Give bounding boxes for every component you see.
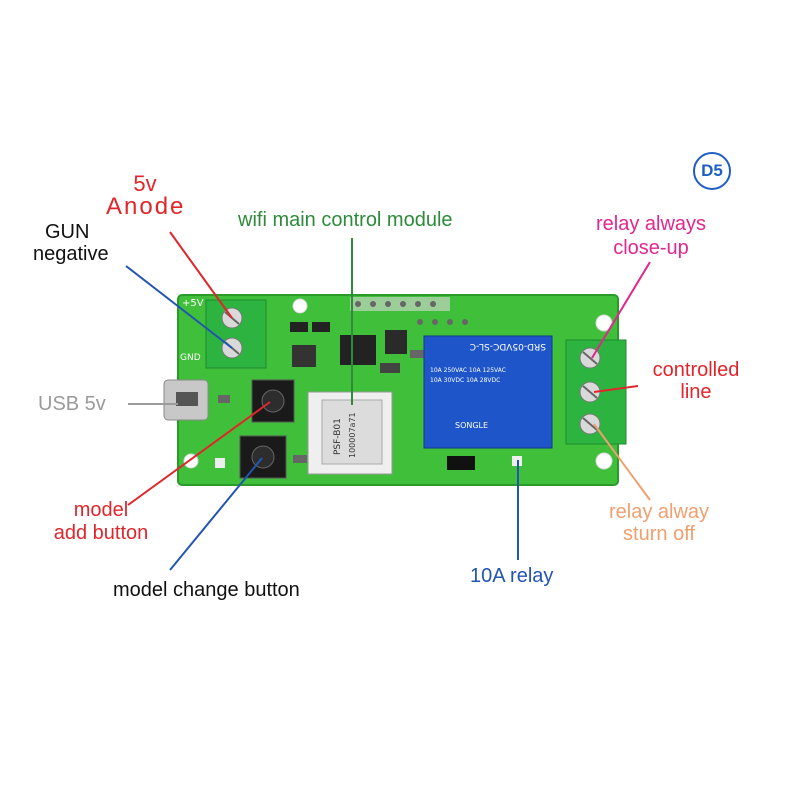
d5-badge-text: D5 bbox=[701, 161, 723, 180]
label-model-change: model change button bbox=[113, 579, 300, 601]
label-relay-off-2: sturn off bbox=[623, 523, 695, 545]
relay-model-text: SRD-05VDC-SL-C bbox=[470, 341, 546, 351]
d5-badge: D5 bbox=[693, 152, 731, 190]
label-negative: negative bbox=[33, 243, 109, 265]
callout-model-add bbox=[127, 401, 271, 506]
label-5v: 5v bbox=[133, 171, 157, 196]
callout-lines bbox=[125, 231, 651, 571]
label-controlled-1: controlled bbox=[652, 359, 740, 381]
wifi-module: PSF-B01 100007a71 bbox=[307, 391, 393, 475]
relay-rating-1: 10A 250VAC 10A 125VAC bbox=[430, 367, 506, 374]
label-usb: USB 5v bbox=[38, 393, 106, 415]
label-gun: GUN bbox=[45, 221, 90, 243]
label-relay-off-1: relay alway bbox=[608, 501, 710, 523]
label-10a-relay: 10A relay bbox=[470, 565, 554, 587]
callout-anode bbox=[169, 231, 233, 319]
label-controlled-2: line bbox=[680, 381, 712, 403]
label-anode: Anode bbox=[106, 193, 186, 220]
model-change-tactile-button bbox=[239, 435, 287, 479]
module-text-2: 100007a71 bbox=[348, 412, 357, 458]
label-relay-close-2: close-up bbox=[613, 237, 689, 259]
callout-relay-off bbox=[593, 423, 651, 501]
mounting-hole bbox=[595, 452, 613, 470]
mounting-hole bbox=[292, 298, 308, 314]
callout-model-change bbox=[169, 457, 263, 571]
callout-controlled bbox=[593, 385, 639, 393]
label-model-add-2: add button bbox=[53, 522, 149, 544]
header-pins bbox=[350, 297, 468, 325]
pin-gnd-label: GND bbox=[180, 353, 201, 363]
relay-component: SRD-05VDC-SL-C 10A 250VAC 10A 125VAC 10A… bbox=[423, 335, 553, 449]
module-text-1: PSF-B01 bbox=[333, 418, 343, 455]
label-wifi-module: wifi main control module bbox=[238, 209, 453, 231]
callout-relay-close bbox=[591, 261, 651, 359]
label-model-add-1: model bbox=[73, 499, 129, 521]
pin-5v-label: +5V bbox=[182, 298, 204, 309]
relay-rating-2: 10A 30VDC 10A 28VDC bbox=[430, 377, 500, 384]
label-relay-close-1: relay always bbox=[595, 213, 707, 235]
callout-negative bbox=[125, 265, 233, 349]
model-add-tactile-button bbox=[251, 379, 295, 423]
relay-brand-text: SONGLE bbox=[455, 421, 488, 430]
